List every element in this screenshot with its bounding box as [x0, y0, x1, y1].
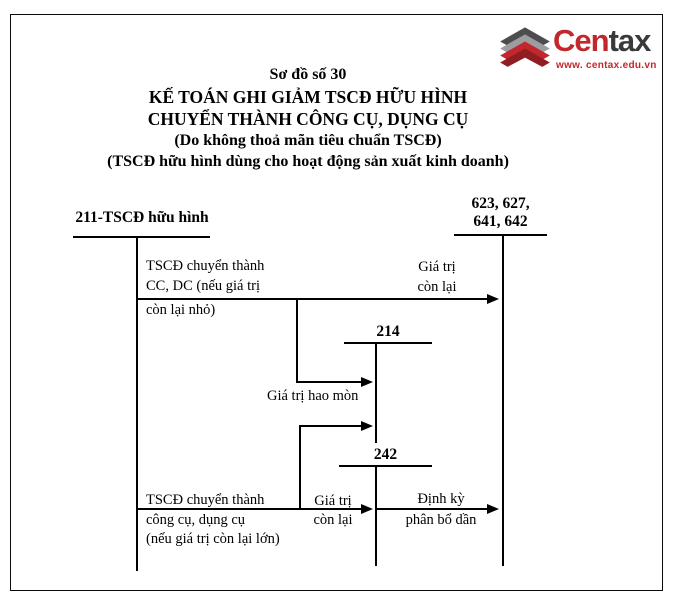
account-242-topline — [339, 465, 432, 467]
label-bottom-mid-2: còn lại — [313, 512, 353, 528]
branch-214b-hline — [299, 425, 362, 427]
flow-bottom-right-line — [377, 508, 488, 510]
branch-214-vline — [296, 298, 298, 382]
label-top-right-2: còn lại — [417, 279, 457, 295]
account-623-label-line2: 641, 642 — [473, 213, 528, 230]
label-bottom-mid-1: Giá trị — [314, 493, 352, 509]
logo-wordmark: Centax — [553, 23, 652, 59]
title-line-1: KẾ TOÁN GHI GIẢM TSCĐ HỮU HÌNH — [148, 87, 468, 107]
label-top-left-2: CC, DC (nếu giá trị — [146, 278, 260, 294]
title-line-3: (Do không thoả mãn tiêu chuẩn TSCĐ) — [174, 132, 442, 149]
branch-214-arrowhead — [361, 377, 373, 387]
label-bottom-right-2: phân bổ dần — [405, 512, 477, 528]
account-623-topline — [454, 234, 547, 236]
branch-214b-arrowhead — [361, 421, 373, 431]
title-line-2: CHUYỂN THÀNH CÔNG CỤ, DỤNG CỤ — [147, 109, 469, 129]
label-top-left-1: TSCĐ chuyển thành — [146, 258, 265, 274]
title-line-4: (TSCĐ hữu hình dùng cho hoạt động sản xu… — [107, 153, 509, 170]
logo-wordmark-dark: tax — [608, 23, 652, 58]
account-623-label-line1: 623, 627, — [471, 195, 530, 212]
centax-logo: Centax www. centax.edu.vn — [498, 23, 658, 75]
logo-website: www. centax.edu.vn — [556, 60, 657, 71]
logo-wordmark-red: Cen — [553, 23, 610, 58]
branch-214b-vline — [299, 425, 301, 509]
account-214-topline — [344, 342, 432, 344]
account-623-label: 623, 627, 641, 642 — [454, 195, 547, 231]
diagram-title: Sơ đồ số 30 KẾ TOÁN GHI GIẢM TSCĐ HỮU HÌ… — [11, 64, 605, 172]
title-line-number: Sơ đồ số 30 — [269, 66, 347, 83]
flow-bottom-left-line — [137, 508, 363, 510]
flow-top-line — [137, 298, 489, 300]
flow-bottom-left-arrowhead — [361, 504, 373, 514]
label-top-right-1: Giá trị — [418, 259, 456, 275]
account-211-label: 211-TSCĐ hữu hình — [75, 209, 209, 226]
flow-top-arrowhead — [487, 294, 499, 304]
account-242-label: 242 — [373, 446, 398, 463]
label-bottom-left-1: TSCĐ chuyển thành — [146, 492, 265, 508]
label-bottom-right-1: Định kỳ — [417, 491, 465, 507]
label-bottom-left-3: (nếu giá trị còn lại lớn) — [146, 531, 280, 547]
account-211-vline — [136, 236, 138, 571]
account-242-vline — [375, 465, 377, 566]
account-623-vline — [502, 234, 504, 566]
account-214-label: 214 — [376, 323, 400, 340]
centax-logo-icon — [500, 27, 550, 67]
label-depreciation: Giá trị hao mòn — [267, 388, 359, 404]
label-bottom-left-2: công cụ, dụng cụ — [146, 512, 246, 528]
diagram-frame: Centax www. centax.edu.vn Sơ đồ số 30 KẾ… — [10, 14, 663, 591]
branch-214-hline — [296, 381, 362, 383]
account-214-vline — [375, 342, 377, 443]
account-211-topline — [73, 236, 210, 238]
label-top-left-3: còn lại nhỏ) — [146, 302, 216, 318]
flow-bottom-right-arrowhead — [487, 504, 499, 514]
